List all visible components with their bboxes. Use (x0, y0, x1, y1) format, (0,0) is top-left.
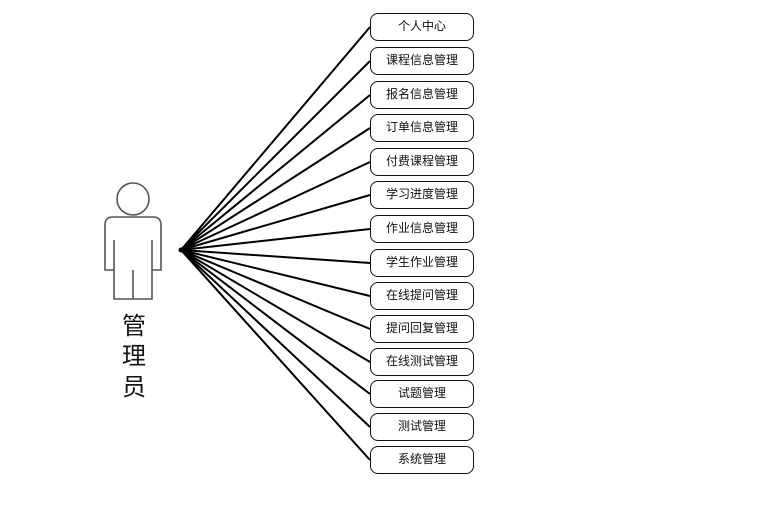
actor-label-char-3: 员 (122, 373, 146, 401)
association-line (180, 249, 371, 297)
association-line (180, 249, 371, 330)
use-case-test-management[interactable]: 测试管理 (370, 413, 474, 441)
use-case-system-management[interactable]: 系统管理 (370, 446, 474, 474)
use-case-order-info[interactable]: 订单信息管理 (370, 114, 474, 142)
association-line (180, 60, 371, 251)
association-line (180, 26, 371, 251)
use-case-course-info[interactable]: 课程信息管理 (370, 47, 474, 75)
association-line (180, 161, 371, 251)
use-case-learning-progress[interactable]: 学习进度管理 (370, 181, 474, 209)
association-line (180, 249, 371, 461)
actor-head (116, 182, 150, 216)
association-line (180, 228, 371, 251)
use-case-student-homework[interactable]: 学生作业管理 (370, 249, 474, 277)
actor-figure (104, 182, 162, 300)
association-line (180, 127, 371, 251)
association-line (180, 249, 371, 428)
association-line (180, 94, 371, 251)
use-case-question-reply[interactable]: 提问回复管理 (370, 315, 474, 343)
use-case-paid-course[interactable]: 付费课程管理 (370, 148, 474, 176)
association-hub (178, 247, 184, 253)
use-case-personal-center[interactable]: 个人中心 (370, 13, 474, 41)
actor-torso (104, 216, 162, 300)
use-case-enrollment-info[interactable]: 报名信息管理 (370, 81, 474, 109)
use-case-question-bank[interactable]: 试题管理 (370, 380, 474, 408)
association-lines (178, 26, 371, 461)
association-line (180, 249, 371, 264)
use-case-online-test[interactable]: 在线测试管理 (370, 348, 474, 376)
association-line (180, 249, 371, 363)
actor-label-char-1: 管 (122, 312, 146, 340)
association-line (180, 249, 371, 395)
actor-label-char-2: 理 (122, 342, 146, 370)
use-case-online-question[interactable]: 在线提问管理 (370, 282, 474, 310)
association-line (180, 194, 371, 251)
use-case-homework-info[interactable]: 作业信息管理 (370, 215, 474, 243)
